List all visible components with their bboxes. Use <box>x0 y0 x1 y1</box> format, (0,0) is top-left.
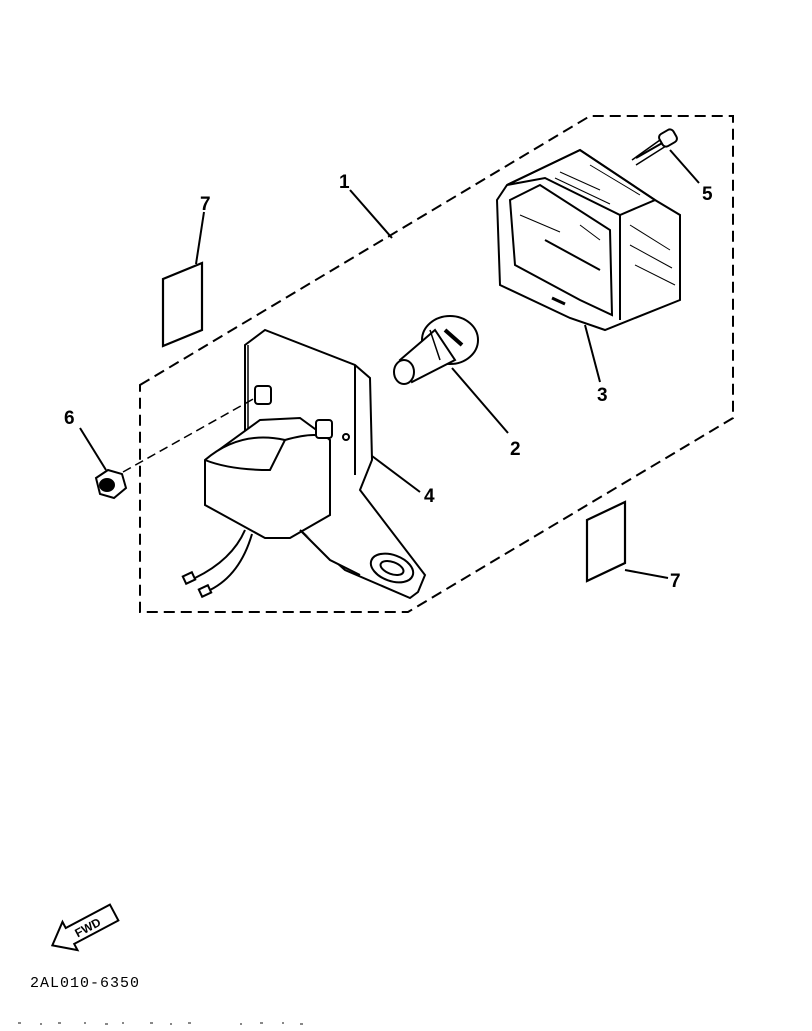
callout-1: 1 <box>339 172 350 193</box>
callout-7-left: 7 <box>200 194 211 215</box>
callout-2: 2 <box>510 439 521 460</box>
part-4-wire-leads <box>181 529 253 599</box>
callout-5: 5 <box>702 184 713 205</box>
part-3-tail-lens <box>495 148 681 332</box>
part-7-label-sticker-right <box>585 500 627 583</box>
catalog-code: 2AL010-6350 <box>30 975 140 992</box>
part-5-screw <box>631 128 678 166</box>
callout-7-right: 7 <box>670 571 681 592</box>
callout-leaders <box>79 149 700 579</box>
part-4-taillight-housing <box>204 328 427 600</box>
scan-noise <box>18 1022 303 1025</box>
callout-4: 4 <box>424 486 435 507</box>
part-6-alignment-line <box>122 397 256 473</box>
assembly-boundary <box>139 115 734 613</box>
forward-direction-arrow-icon: FWD <box>50 903 120 952</box>
part-2-bulb <box>393 315 479 385</box>
part-6-nut <box>94 468 128 500</box>
callout-6: 6 <box>64 408 75 429</box>
part-7-label-sticker-left <box>161 261 204 348</box>
callout-3: 3 <box>597 385 608 406</box>
